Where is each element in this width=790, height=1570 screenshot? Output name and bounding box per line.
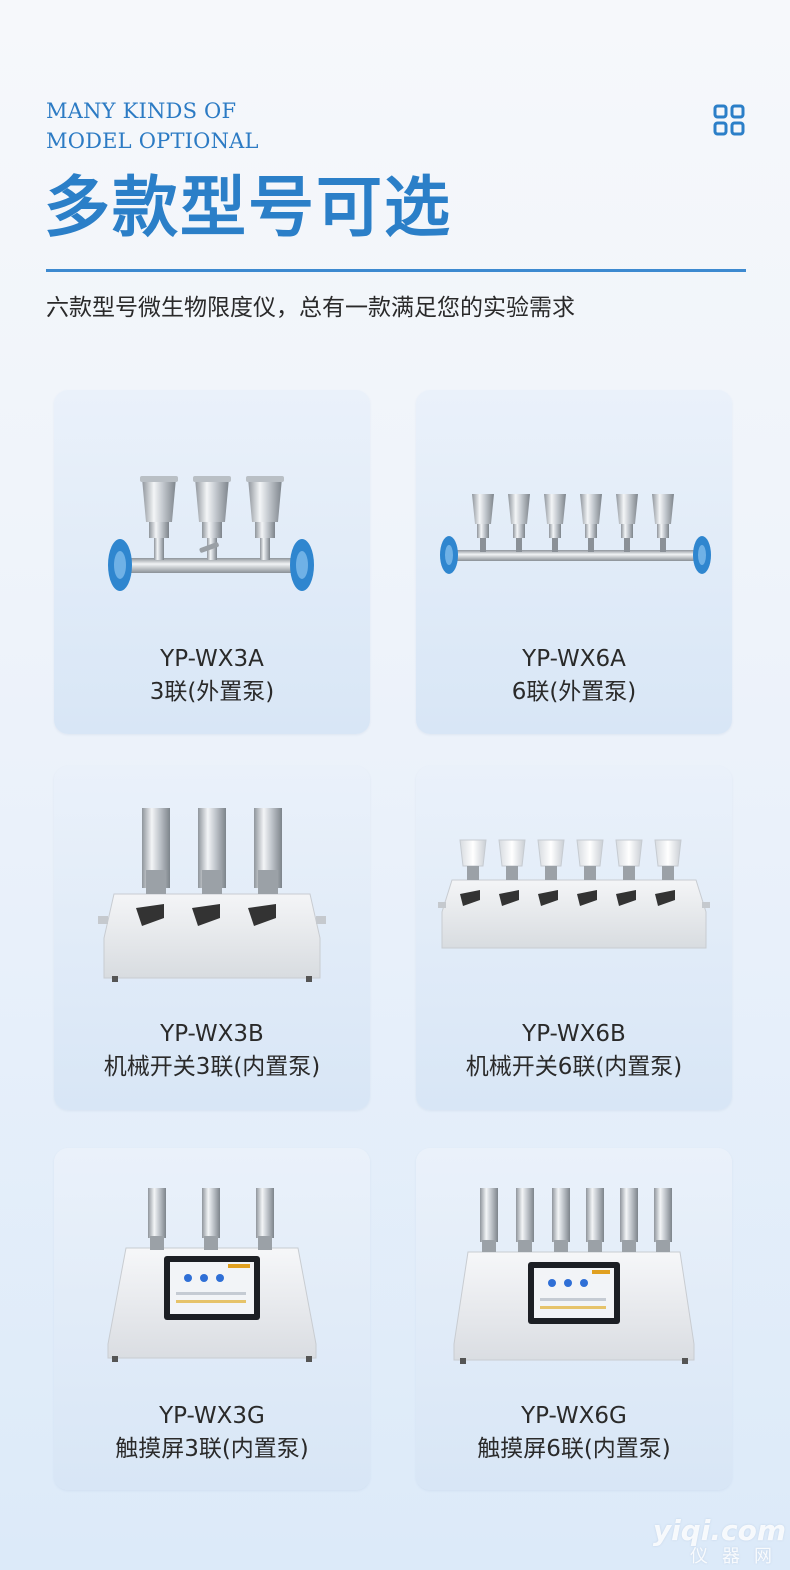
- product-image-6-funnel-touchscreen: [453, 1188, 695, 1364]
- product-description: 机械开关6联(内置泵): [465, 1054, 683, 1080]
- watermark-domain: yiqi.com: [652, 1514, 786, 1547]
- product-description: 机械开关3联(内置泵): [103, 1054, 321, 1080]
- product-model: YP-WX3A: [160, 646, 264, 672]
- watermark: yiqi.com 仪器网: [653, 1516, 786, 1568]
- product-description: 触摸屏6联(内置泵): [477, 1436, 671, 1462]
- product-description: 触摸屏3联(内置泵): [115, 1436, 309, 1462]
- product-card-wx6g[interactable]: YP-WX6G 触摸屏6联(内置泵): [416, 1148, 732, 1490]
- product-model: YP-WX6A: [522, 646, 626, 672]
- english-title-line-2: MODEL OPTIONAL: [46, 129, 259, 153]
- product-model: YP-WX6G: [521, 1403, 627, 1429]
- touchscreen: [164, 1256, 260, 1320]
- funnel-group: [472, 494, 674, 552]
- product-image-3-funnel-manifold: [108, 476, 314, 591]
- english-title: MANY KINDS OF MODEL OPTIONAL: [46, 96, 259, 156]
- product-image-6-funnel-manifold: [440, 494, 711, 574]
- page-title: 多款型号可选: [44, 169, 452, 246]
- product-card-wx6b[interactable]: YP-WX6B 机械开关6联(内置泵): [416, 766, 732, 1110]
- touchscreen: [528, 1262, 620, 1324]
- grid-icon: [713, 104, 745, 136]
- title-divider: [46, 269, 746, 272]
- product-card-wx3g[interactable]: YP-WX3G 触摸屏3联(内置泵): [54, 1148, 370, 1490]
- product-model: YP-WX3B: [160, 1021, 264, 1047]
- product-image-3-funnel-mechanical: [98, 808, 326, 982]
- product-model: YP-WX6B: [522, 1021, 626, 1047]
- product-description: 3联(外置泵): [149, 679, 275, 705]
- product-card-wx6a[interactable]: YP-WX6A 6联(外置泵): [416, 390, 732, 734]
- product-model: YP-WX3G: [159, 1403, 265, 1429]
- product-card-wx3b[interactable]: YP-WX3B 机械开关3联(内置泵): [54, 766, 370, 1110]
- product-card-wx3a[interactable]: YP-WX3A 3联(外置泵): [54, 390, 370, 734]
- page-subtitle: 六款型号微生物限度仪，总有一款满足您的实验需求: [46, 295, 575, 321]
- watermark-brand: 仪器网: [690, 1546, 786, 1567]
- product-description: 6联(外置泵): [511, 679, 637, 705]
- product-image-6-funnel-mechanical: [438, 839, 710, 949]
- english-title-line-1: MANY KINDS OF: [46, 99, 237, 123]
- product-image-3-funnel-touchscreen: [107, 1188, 317, 1362]
